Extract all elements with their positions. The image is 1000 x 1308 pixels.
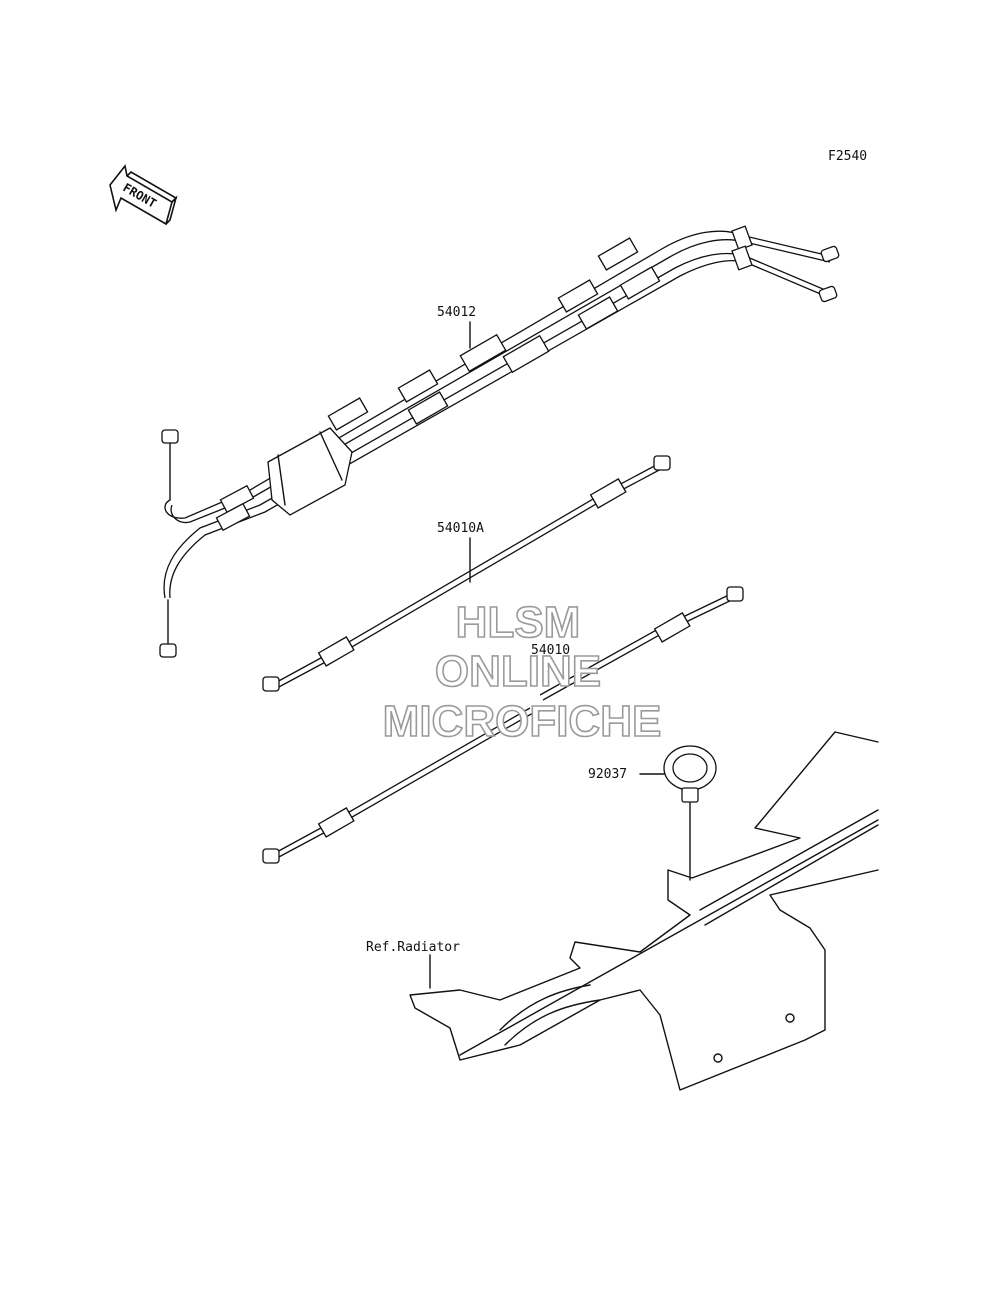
watermark-line3: MICROFICHE bbox=[383, 697, 662, 746]
front-arrow-icon: FRONT bbox=[109, 164, 178, 226]
choke-cable bbox=[262, 586, 744, 864]
callout-92037: 92037 bbox=[588, 767, 627, 782]
throttle-cables bbox=[159, 225, 840, 658]
watermark-line2: ONLINE bbox=[435, 647, 601, 696]
callout-54012: 54012 bbox=[437, 305, 476, 320]
watermark: HLSM ONLINE MICROFICHE bbox=[382, 597, 662, 747]
choke-cable-a bbox=[262, 455, 671, 692]
figure-code: F2540 bbox=[828, 149, 867, 164]
clamp bbox=[663, 745, 717, 803]
callout-54010A: 54010A bbox=[437, 521, 484, 536]
watermark-line1: HLSM bbox=[456, 598, 581, 647]
callout-54010: 54010 bbox=[531, 643, 570, 658]
callout-ref-radiator: Ref.Radiator bbox=[366, 940, 460, 955]
radiator-bracket bbox=[409, 731, 879, 1091]
